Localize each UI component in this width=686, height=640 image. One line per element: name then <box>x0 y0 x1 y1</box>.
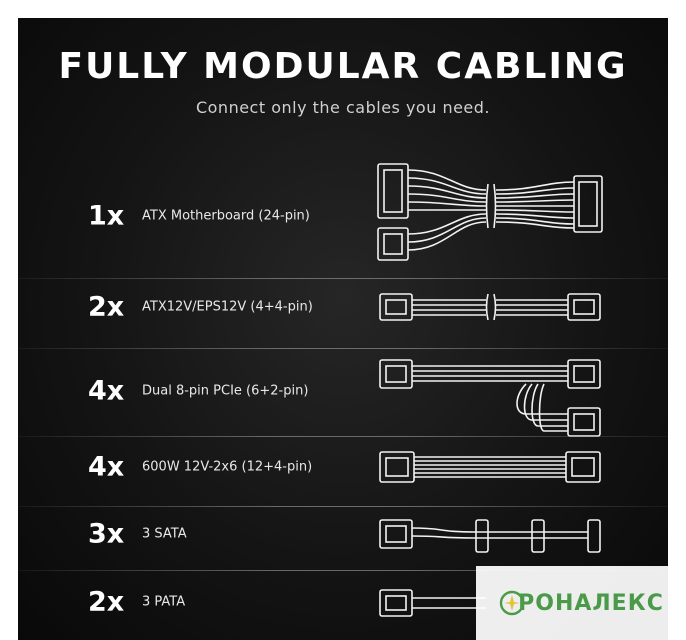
pata-cable-icon <box>379 589 486 617</box>
cable-label-sata: 3 SATA <box>142 526 187 542</box>
page-subtitle: Connect only the cables you need. <box>195 98 491 117</box>
row-divider <box>18 570 668 571</box>
cable-qty-atx: 1x <box>88 200 125 232</box>
eps-cable-icon <box>379 293 601 321</box>
watermark: РОНАЛЕКС <box>476 566 686 640</box>
watermark-logo-text: РОНАЛЕКС <box>518 590 664 616</box>
pcie-cable-icon <box>379 359 601 437</box>
row-divider <box>18 348 668 349</box>
cable-label-pata: 3 PATA <box>142 594 186 610</box>
12v2x6-cable-icon <box>379 451 601 483</box>
cable-label-12v2x6: 600W 12V-2x6 (12+4-pin) <box>142 459 313 475</box>
product-panel: FULLY MODULAR CABLING Connect only the c… <box>18 18 668 640</box>
cable-qty-pcie: 4x <box>88 375 125 407</box>
row-divider <box>18 506 668 507</box>
cable-qty-pata: 2x <box>88 586 125 618</box>
row-divider <box>18 278 668 279</box>
row-divider <box>18 436 668 437</box>
sata-cable-icon <box>379 519 601 553</box>
ronaleks-logo-icon <box>499 590 525 616</box>
atx-24pin-cable-icon <box>377 163 603 261</box>
cable-qty-sata: 3x <box>88 518 125 550</box>
page-title: FULLY MODULAR CABLING <box>58 46 628 87</box>
cable-qty-12v2x6: 4x <box>88 451 125 483</box>
cable-label-pcie: Dual 8-pin PCIe (6+2-pin) <box>142 383 309 399</box>
cable-qty-eps: 2x <box>88 291 125 323</box>
cable-label-atx: ATX Motherboard (24-pin) <box>142 208 310 224</box>
cable-label-eps: ATX12V/EPS12V (4+4-pin) <box>142 299 313 315</box>
